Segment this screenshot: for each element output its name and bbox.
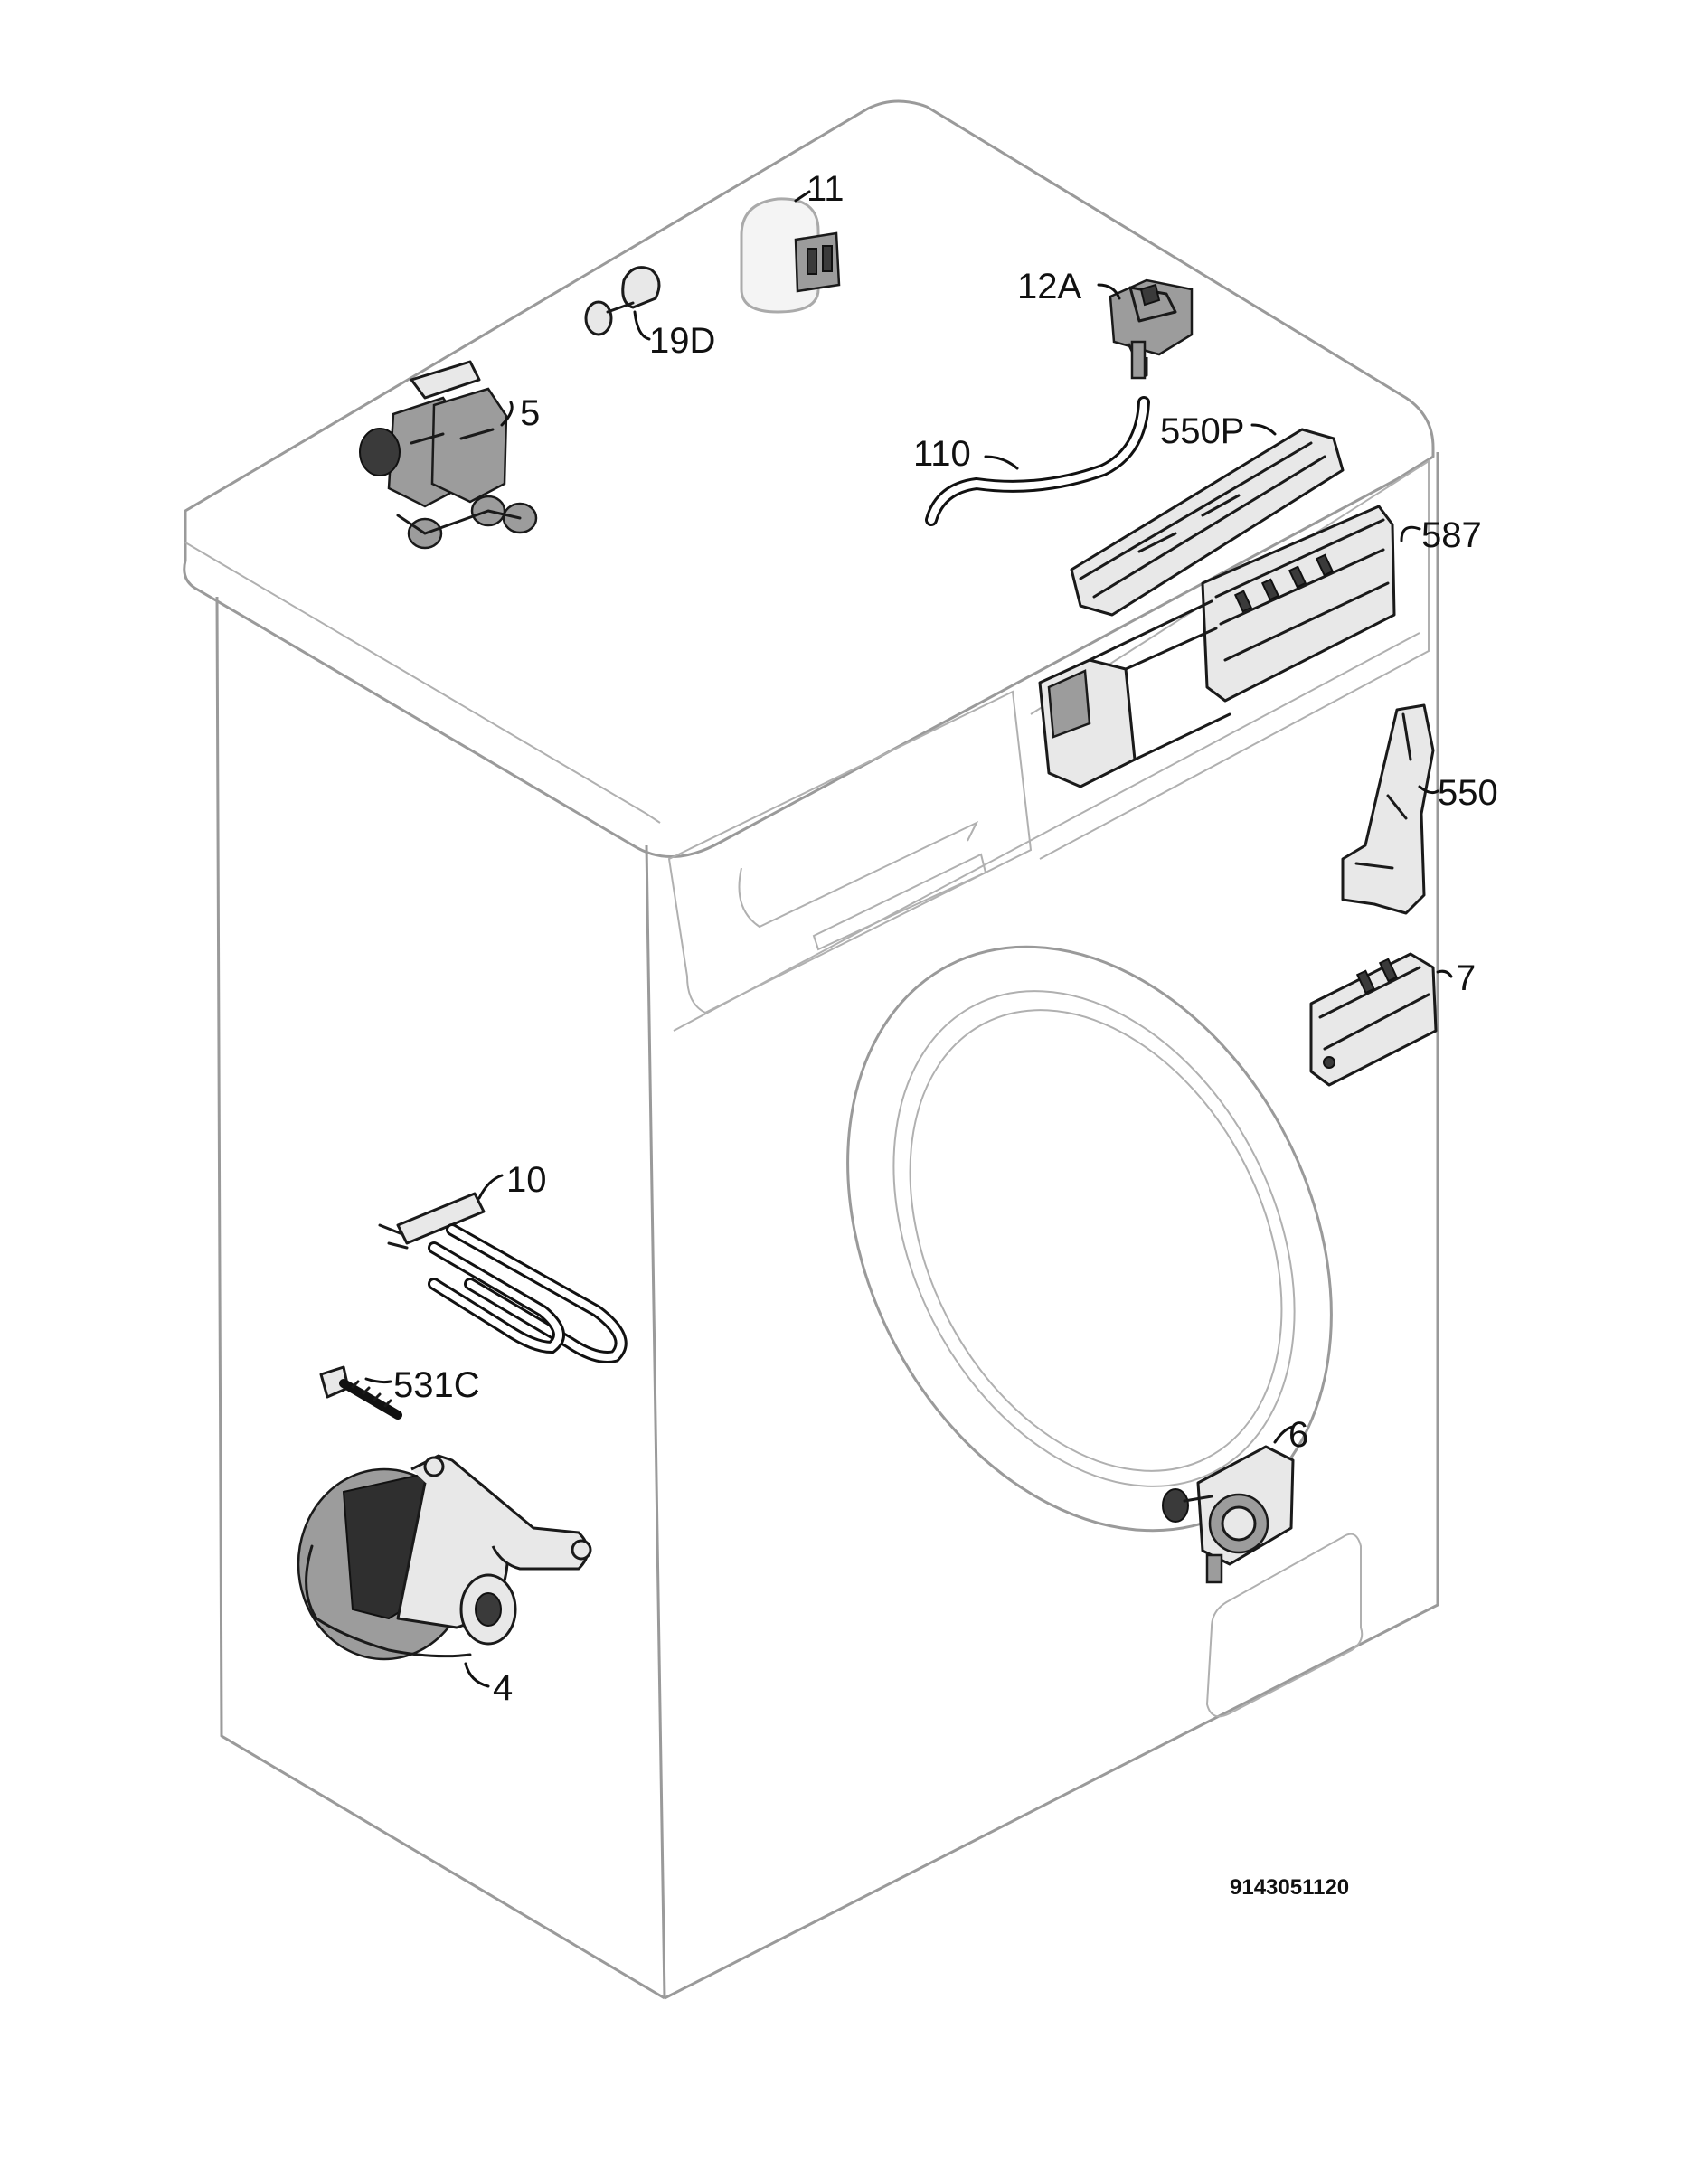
callout-10: 10	[506, 1160, 547, 1200]
cabinet-outline	[183, 99, 1439, 2000]
diagram-reference-number: 9143051120	[1230, 1875, 1349, 1900]
part-4-motor	[297, 1454, 592, 1688]
callout-550p: 550P	[1160, 411, 1244, 451]
callout-11: 11	[807, 169, 845, 209]
callout-5: 5	[520, 393, 540, 433]
part-5-inlet-valve	[359, 360, 538, 550]
callout-12a: 12A	[1017, 267, 1081, 307]
callout-531c: 531C	[393, 1365, 480, 1405]
part-550p-bezel	[1070, 423, 1345, 617]
callout-19d: 19D	[649, 321, 715, 361]
part-550-door-handle	[1341, 703, 1439, 915]
part-587-control-board	[1038, 505, 1421, 788]
part-10-heating-element	[378, 1174, 628, 1363]
part-12a-pressure-switch	[1097, 278, 1194, 380]
callout-550: 550	[1438, 773, 1498, 813]
callout-110: 110	[913, 434, 971, 474]
part-19d-cap	[584, 266, 661, 341]
part-7-door-lock	[1309, 952, 1453, 1087]
part-531c-screw	[319, 1365, 402, 1420]
callout-7: 7	[1456, 958, 1476, 998]
callout-6: 6	[1288, 1415, 1308, 1455]
part-6-drain-pump	[1162, 1425, 1295, 1584]
callout-587: 587	[1421, 515, 1482, 555]
part-11-suppressor	[740, 190, 841, 314]
part-110-hose	[925, 396, 1150, 526]
callout-4: 4	[493, 1668, 513, 1708]
